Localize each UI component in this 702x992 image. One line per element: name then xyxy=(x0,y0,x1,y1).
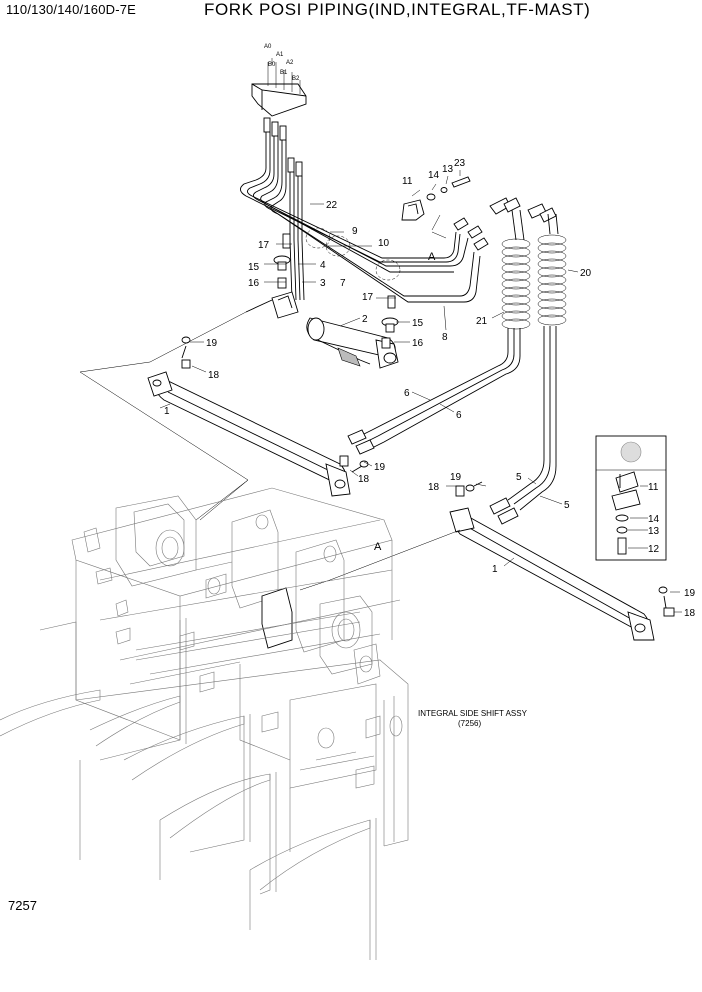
callout-cylinder-right: 1 xyxy=(492,564,498,575)
callout-16-left: 16 xyxy=(248,278,260,289)
carriage-frame xyxy=(71,487,409,852)
assembly-note-title: INTEGRAL SIDE SHIFT ASSY xyxy=(418,709,528,718)
page-title: FORK POSI PIPING(IND,INTEGRAL,TF-MAST) xyxy=(204,0,591,19)
port-label-a1: A1 xyxy=(276,52,284,58)
view-ref-a-top: A xyxy=(428,251,436,263)
callout-14-top: 14 xyxy=(428,170,440,181)
leader-lines xyxy=(79,170,682,613)
callout-13-inset: 13 xyxy=(648,526,660,537)
coil-hose-right xyxy=(537,213,567,326)
callout-23: 23 xyxy=(454,158,466,169)
model-number: 110/130/140/160D-7E xyxy=(6,2,137,17)
callout-6-upper: 6 xyxy=(404,388,410,399)
callout-21: 21 xyxy=(476,316,488,327)
callout-15-right: 15 xyxy=(412,318,424,329)
hose-5 xyxy=(489,326,557,525)
callout-19-center: 19 xyxy=(374,462,386,473)
callout-8: 8 xyxy=(442,332,448,343)
port-label-a0: A0 xyxy=(264,44,272,50)
port-label-b2: B2 xyxy=(292,76,300,82)
page-number: 7257 xyxy=(8,898,37,913)
callout-6-lower: 6 xyxy=(456,410,462,421)
callout-18-right: 18 xyxy=(684,608,696,619)
callout-17-left: 17 xyxy=(258,240,270,251)
callout-16-right: 16 xyxy=(412,338,424,349)
port-label-b1: B1 xyxy=(280,70,288,76)
callout-19-left: 19 xyxy=(206,338,218,349)
port-label-b0: B0 xyxy=(268,62,276,68)
callout-7: 7 xyxy=(340,278,346,289)
valve-manifold xyxy=(251,58,307,117)
callout-22: 22 xyxy=(326,200,338,211)
assembly-note-ref: (7256) xyxy=(458,719,481,728)
cylinder-fasteners xyxy=(273,233,399,349)
callout-19-right: 19 xyxy=(684,588,696,599)
callout-12-inset: 12 xyxy=(648,544,660,555)
port-label-a2: A2 xyxy=(286,60,294,66)
callout-11-inset: 11 xyxy=(648,482,659,493)
callout-18-center: 18 xyxy=(358,474,370,485)
left-fork-cylinder xyxy=(147,336,369,497)
callout-4: 4 xyxy=(320,260,326,271)
callout-10: 10 xyxy=(378,238,390,249)
detail-inset xyxy=(595,435,667,561)
callout-18-mid: 18 xyxy=(428,482,440,493)
callout-2: 2 xyxy=(362,314,368,325)
view-ref-a-bottom: A xyxy=(374,541,382,553)
callout-19-mid: 19 xyxy=(450,472,462,483)
callout-9: 9 xyxy=(352,226,358,237)
callout-cylinder-left: 1 xyxy=(164,406,170,417)
callout-17-right: 17 xyxy=(362,292,374,303)
coil-hose-left xyxy=(501,209,531,330)
callout-5-upper: 5 xyxy=(516,472,522,483)
elbow-fittings xyxy=(453,197,557,251)
right-fork-cylinder xyxy=(449,481,675,641)
callout-11-top: 11 xyxy=(402,176,413,187)
hose-bundle xyxy=(240,117,481,303)
callout-14-inset: 14 xyxy=(648,514,660,525)
callout-15-left: 15 xyxy=(248,262,260,273)
hose-clamp-top xyxy=(401,176,471,231)
hose-6 xyxy=(347,328,521,455)
callout-5-lower: 5 xyxy=(564,500,570,511)
callout-18-left: 18 xyxy=(208,370,220,381)
fork-tines xyxy=(0,618,377,960)
callout-3: 3 xyxy=(320,278,326,289)
callout-13-top: 13 xyxy=(442,164,454,175)
center-cylinder xyxy=(245,291,399,369)
callout-20: 20 xyxy=(580,268,592,279)
